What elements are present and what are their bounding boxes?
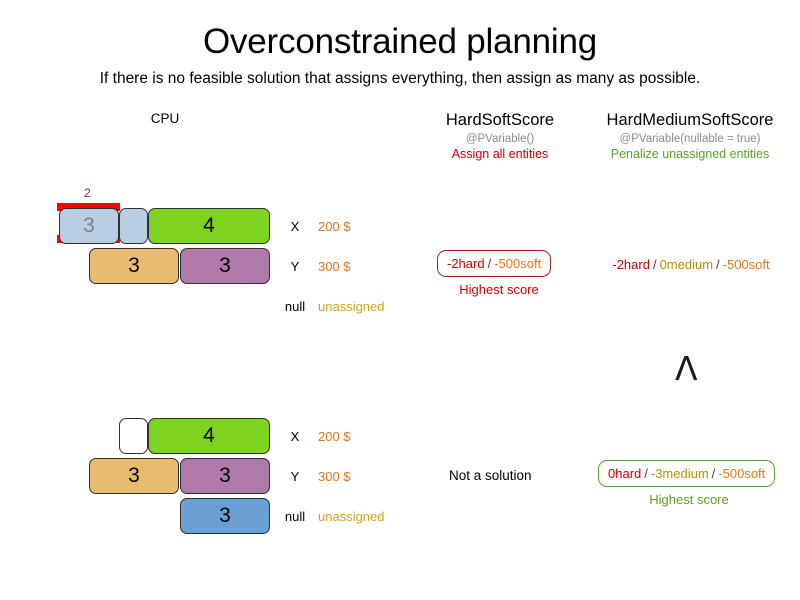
score-part-hard: -2hard <box>447 256 485 271</box>
hardmediumsoftscore-annotation: @PVariable(nullable = true) <box>619 133 761 145</box>
score-separator: / <box>487 256 492 271</box>
hardmediumsoftscore-title: HardMediumSoftScore <box>606 111 774 129</box>
column-header-cpu: CPU <box>105 111 225 126</box>
task-segment[interactable] <box>119 208 148 244</box>
wedge-icon: Λ <box>675 349 698 388</box>
score-part-soft: -500soft <box>718 466 766 481</box>
machine-cost: unassigned <box>318 509 385 524</box>
machine-label: Y <box>290 259 300 274</box>
hardsoftscore-note: Assign all entities <box>451 147 549 161</box>
task-segment[interactable]: 4 <box>148 208 270 244</box>
machine-label: X <box>290 429 300 444</box>
machine-cost: 300 $ <box>318 259 351 274</box>
task-segment[interactable]: 3 <box>180 248 270 284</box>
machine-label: null <box>284 509 306 524</box>
score-part-medium: 0medium <box>659 257 714 272</box>
score-part-medium: -3medium <box>650 466 709 481</box>
hardsoftscore-title: HardSoftScore <box>445 111 555 129</box>
machine-cost: unassigned <box>318 299 385 314</box>
capacity-label: 2 <box>84 186 91 200</box>
score-part-soft: -500soft <box>494 256 542 271</box>
task-segment[interactable]: 3 <box>180 498 270 534</box>
task-segment[interactable]: 3 <box>89 458 179 494</box>
score-part-hard: 0hard <box>608 466 642 481</box>
score-part-hard: -2hard <box>612 257 650 272</box>
machine-cost: 300 $ <box>318 469 351 484</box>
score-separator: / <box>652 257 657 272</box>
page-title: Overconstrained planning <box>202 22 598 61</box>
highest-score-label: Highest score <box>649 492 729 507</box>
machine-cost: 200 $ <box>318 429 351 444</box>
highest-score-label: Highest score <box>459 282 539 297</box>
hardmediumsoft-score-badge: 0hard / -3medium / -500soft <box>598 460 776 487</box>
task-segment[interactable]: 4 <box>148 418 270 454</box>
hardsoftscore-annotation: @PVariable() <box>465 133 535 145</box>
machine-cost: 200 $ <box>318 219 351 234</box>
not-a-solution-label: Not a solution <box>449 468 532 483</box>
column-header-hardsoftscore: HardSoftScore @PVariable() Assign all en… <box>400 111 600 162</box>
page-subtitle: If there is no feasible solution that as… <box>99 70 701 87</box>
score-separator: / <box>711 466 716 481</box>
task-segment[interactable]: 3 <box>89 248 179 284</box>
hardmediumsoft-score-badge: -2hard / 0medium / -500soft <box>596 257 786 272</box>
machine-label: X <box>290 219 300 234</box>
score-separator: / <box>716 257 720 272</box>
column-header-hardmediumsoftscore: HardMediumSoftScore @PVariable(nullable … <box>590 111 790 162</box>
task-segment[interactable]: 3 <box>59 208 119 244</box>
hardmediumsoftscore-note: Penalize unassigned entities <box>610 147 770 161</box>
machine-label: Y <box>290 469 300 484</box>
machine-label: null <box>284 299 306 314</box>
task-segment[interactable]: 3 <box>180 458 270 494</box>
cpu-label: CPU <box>150 111 180 126</box>
capacity-bar-top <box>57 203 120 211</box>
task-segment[interactable] <box>119 418 148 454</box>
score-separator: / <box>644 466 648 481</box>
hardsoft-score-badge: -2hard / -500soft <box>437 250 552 277</box>
score-part-soft: -500soft <box>722 257 770 272</box>
